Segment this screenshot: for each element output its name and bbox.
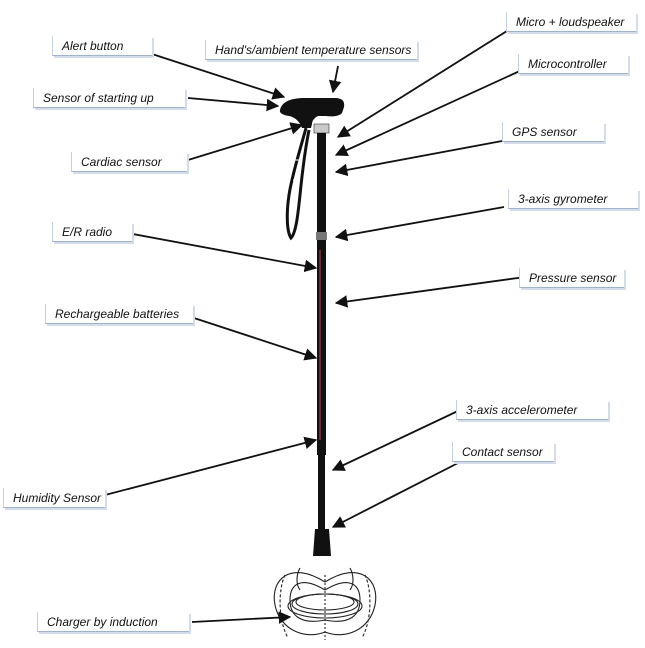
label-batteries: Rechargeable batteries — [45, 304, 193, 324]
arrow-er-radio — [121, 231, 318, 273]
label-gps: GPS sensor — [502, 122, 604, 142]
label-gyrometer: 3-axis gyrometer — [508, 189, 638, 209]
wrist-strap — [285, 127, 311, 241]
arrow-gps — [334, 140, 503, 177]
arrow-batteries — [193, 317, 318, 361]
arrow-micro-speaker — [336, 23, 519, 138]
label-charger: Charger by induction — [37, 612, 189, 632]
pointer-arrows — [104, 23, 526, 624]
arrow-humidity — [104, 436, 318, 496]
arrow-alert-button — [151, 53, 286, 100]
cane-handle — [279, 98, 345, 134]
label-microcontroller: Microcontroller — [518, 54, 628, 74]
arrow-accelerometer — [331, 409, 461, 471]
arrow-pressure — [334, 276, 526, 308]
arrow-cardiac — [187, 122, 304, 161]
arrow-charger — [191, 611, 292, 624]
label-contact: Contact sensor — [452, 442, 554, 462]
label-alert-button: Alert button — [52, 36, 152, 56]
label-cardiac: Cardiac sensor — [71, 152, 187, 172]
induction-coil — [273, 567, 377, 640]
label-er-radio: E/R radio — [52, 222, 132, 242]
label-pressure: Pressure sensor — [519, 268, 624, 288]
cane-shaft — [313, 133, 331, 556]
label-temp-sensors: Hand's/ambient temperature sensors — [205, 40, 417, 60]
arrow-starting-up — [187, 97, 280, 112]
label-humidity: Humidity Sensor — [3, 488, 105, 508]
arrow-gyrometer — [334, 206, 505, 242]
arrow-contact — [331, 461, 461, 528]
arrow-microcontroller — [334, 69, 523, 157]
label-starting-up: Sensor of starting up — [33, 88, 185, 108]
label-micro-speaker: Micro + loudspeaker — [506, 12, 636, 32]
label-accelerometer: 3-axis accelerometer — [456, 400, 608, 420]
arrow-temp-sensors — [328, 65, 342, 94]
